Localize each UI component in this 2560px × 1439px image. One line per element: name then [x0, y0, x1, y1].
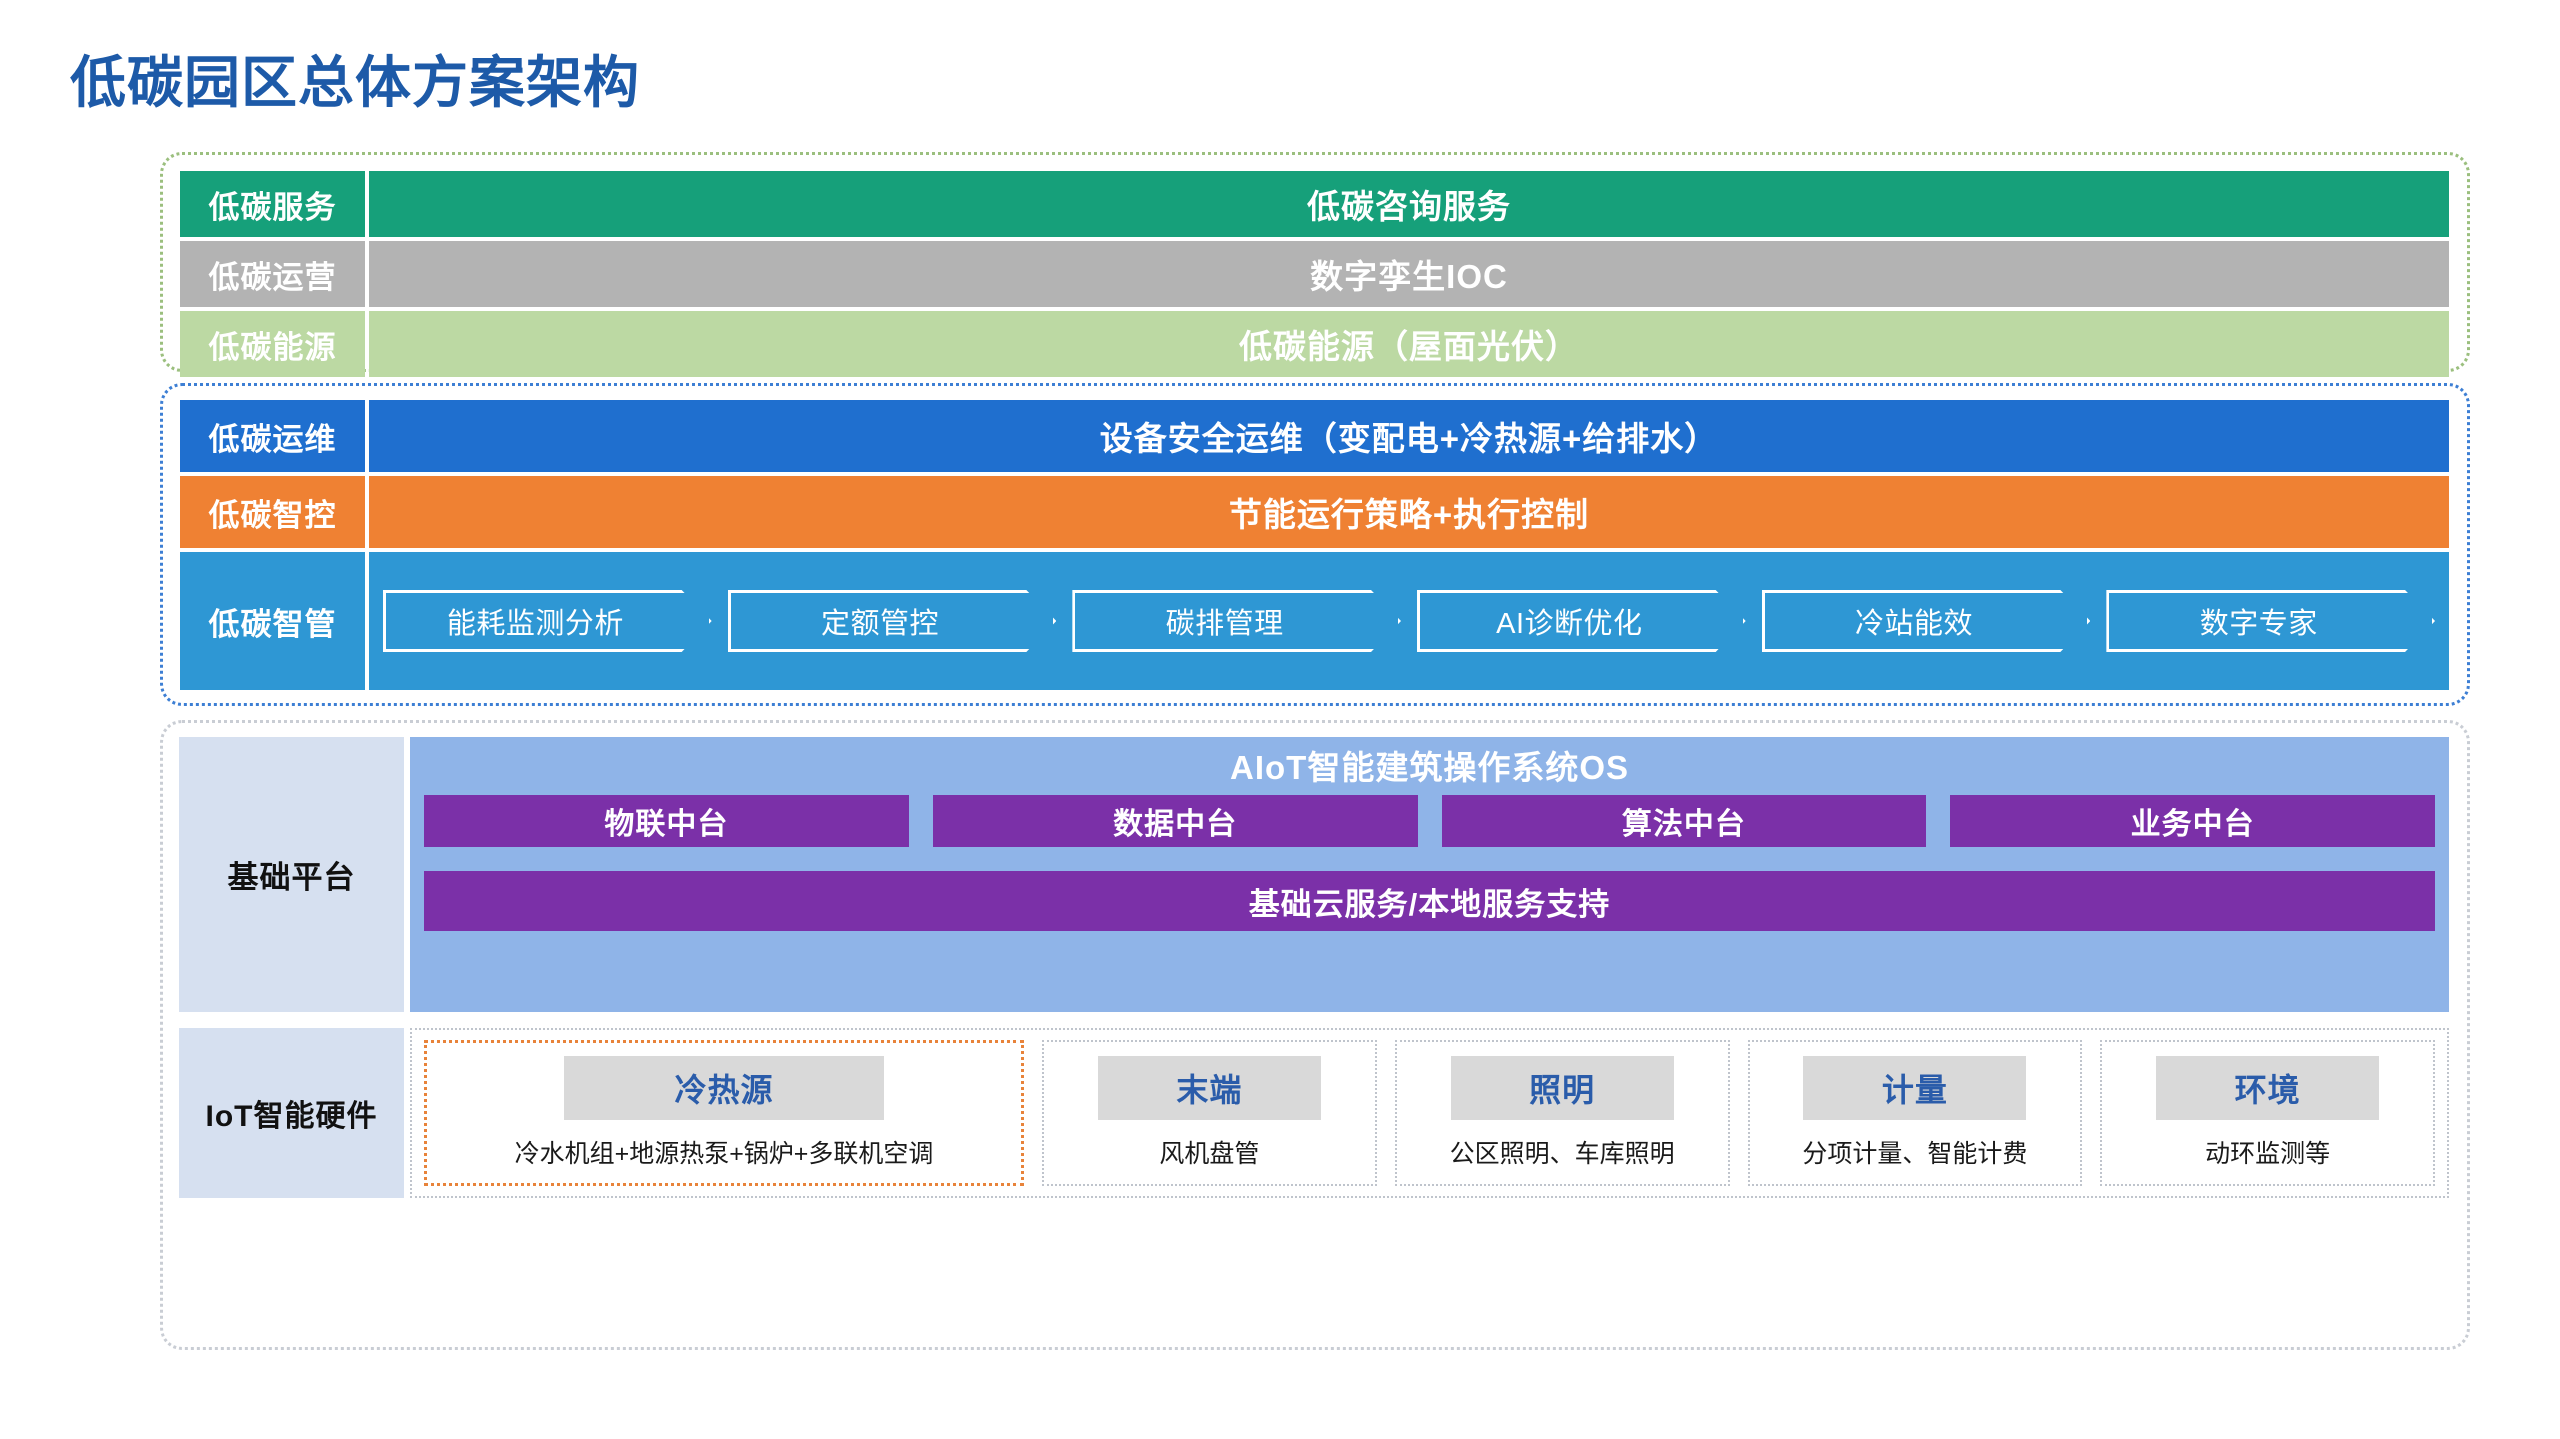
iot-card-title: 冷热源 [563, 1056, 885, 1120]
row-low-carbon-operation: 低碳运营 数字孪生IOC [163, 241, 2467, 307]
row-label-iot-hardware: IoT智能硬件 [179, 1028, 404, 1198]
chevron-label: 定额管控 [821, 608, 940, 640]
row-label-low-carbon-operation: 低碳运营 [180, 241, 365, 307]
iot-card-terminal[interactable]: 末端 风机盘管 [1042, 1040, 1377, 1186]
group-low-carbon-operations: 低碳运维 设备安全运维（变配电+冷热源+给排水） 低碳智控 节能运行策略+执行控… [160, 383, 2470, 706]
row-low-carbon-service: 低碳服务 低碳咨询服务 [163, 171, 2467, 237]
iot-card-description: 分项计量、智能计费 [1802, 1140, 2028, 1168]
iot-card-description: 公区照明、车库照明 [1449, 1140, 1675, 1168]
row-label-low-carbon-control: 低碳智控 [180, 476, 365, 548]
iot-card-environment[interactable]: 环境 动环监测等 [2100, 1040, 2435, 1186]
row-label-low-carbon-om: 低碳运维 [180, 400, 365, 472]
chevron-label: 冷站能效 [1855, 608, 1974, 640]
chevron-label: 能耗监测分析 [446, 608, 624, 640]
mid-platform-algorithm[interactable]: 算法中台 [1441, 795, 1927, 847]
row-content-low-carbon-operation: 数字孪生IOC [369, 241, 2449, 307]
row-content-low-carbon-service: 低碳咨询服务 [369, 171, 2449, 237]
aiot-os-banner: AIoT智能建筑操作系统OS [1230, 749, 1629, 786]
row-label-low-carbon-service: 低碳服务 [180, 171, 365, 237]
row-low-carbon-energy: 低碳能源 低碳能源（屋面光伏） [163, 311, 2467, 377]
mid-platform-data[interactable]: 数据中台 [932, 795, 1418, 847]
chevron-item-ai-diagnosis[interactable]: AI诊断优化 [1417, 590, 1746, 652]
row-label-low-carbon-energy: 低碳能源 [180, 311, 365, 377]
iot-card-description: 风机盘管 [1159, 1140, 1260, 1168]
chevron-label: 碳排管理 [1165, 608, 1284, 640]
mid-platform-iot[interactable]: 物联中台 [424, 795, 909, 847]
group-low-carbon-services: 低碳服务 低碳咨询服务 低碳运营 数字孪生IOC 低碳能源 低碳能源（屋面光伏） [160, 152, 2470, 377]
chevron-shape-icon [728, 590, 1057, 652]
chevron-shape-icon [2106, 590, 2435, 652]
chevron-item-digital-expert[interactable]: 数字专家 [2106, 590, 2435, 652]
chevron-track: 能耗监测分析 定额管控 碳排管理 AI诊断优化 冷站能效 数字专家 [369, 552, 2449, 690]
iot-hardware-body: 冷热源 冷水机组+地源热泵+锅炉+多联机空调 末端 风机盘管 照明 公区照明、车… [410, 1028, 2449, 1198]
chevron-shape-icon [383, 590, 712, 652]
iot-card-metering[interactable]: 计量 分项计量、智能计费 [1747, 1040, 2083, 1186]
chevron-label: 数字专家 [2199, 608, 2318, 640]
iot-card-lighting[interactable]: 照明 公区照明、车库照明 [1394, 1040, 1730, 1186]
chevron-label: AI诊断优化 [1496, 608, 1643, 640]
iot-card-title: 计量 [1803, 1056, 2027, 1120]
row-label-low-carbon-management: 低碳智管 [180, 552, 365, 690]
chevron-item-energy-monitoring[interactable]: 能耗监测分析 [383, 590, 712, 652]
chevron-item-chiller-plant-efficiency[interactable]: 冷站能效 [1762, 590, 2091, 652]
group-platform-and-hardware: 基础平台 AIoT智能建筑操作系统OS 物联中台 数据中台 算法中台 业务中台 … [160, 720, 2470, 1350]
row-label-base-platform: 基础平台 [179, 737, 404, 1012]
row-low-carbon-om: 低碳运维 设备安全运维（变配电+冷热源+给排水） [163, 400, 2467, 472]
page-title: 低碳园区总体方案架构 [70, 51, 640, 114]
chevron-shape-icon [1417, 590, 1746, 652]
chevron-item-carbon-management[interactable]: 碳排管理 [1072, 590, 1401, 652]
chevron-shape-icon [1762, 590, 2091, 652]
row-content-low-carbon-om: 设备安全运维（变配电+冷热源+给排水） [369, 400, 2449, 472]
row-content-low-carbon-control: 节能运行策略+执行控制 [369, 476, 2449, 548]
row-low-carbon-management: 低碳智管 能耗监测分析 定额管控 碳排管理 AI诊断优化 冷站能效 [163, 552, 2467, 690]
base-platform-body: AIoT智能建筑操作系统OS 物联中台 数据中台 算法中台 业务中台 基础云服务… [410, 737, 2449, 1012]
iot-card-description: 冷水机组+地源热泵+锅炉+多联机空调 [514, 1140, 934, 1168]
chevron-shape-icon [1072, 590, 1401, 652]
chevron-item-quota-control[interactable]: 定额管控 [728, 590, 1057, 652]
row-content-low-carbon-energy: 低碳能源（屋面光伏） [369, 311, 2449, 377]
iot-card-title: 照明 [1450, 1056, 1674, 1120]
iot-card-description: 动环监测等 [2205, 1140, 2331, 1168]
iot-card-title: 末端 [1097, 1056, 1321, 1120]
mid-platform-strip: 物联中台 数据中台 算法中台 业务中台 [410, 793, 2449, 849]
iot-card-title: 环境 [2156, 1056, 2380, 1120]
row-low-carbon-control: 低碳智控 节能运行策略+执行控制 [163, 476, 2467, 548]
mid-platform-business[interactable]: 业务中台 [1950, 795, 2435, 847]
cloud-service-bar: 基础云服务/本地服务支持 [424, 871, 2435, 931]
iot-card-cooling-heating-source[interactable]: 冷热源 冷水机组+地源热泵+锅炉+多联机空调 [424, 1040, 1024, 1186]
